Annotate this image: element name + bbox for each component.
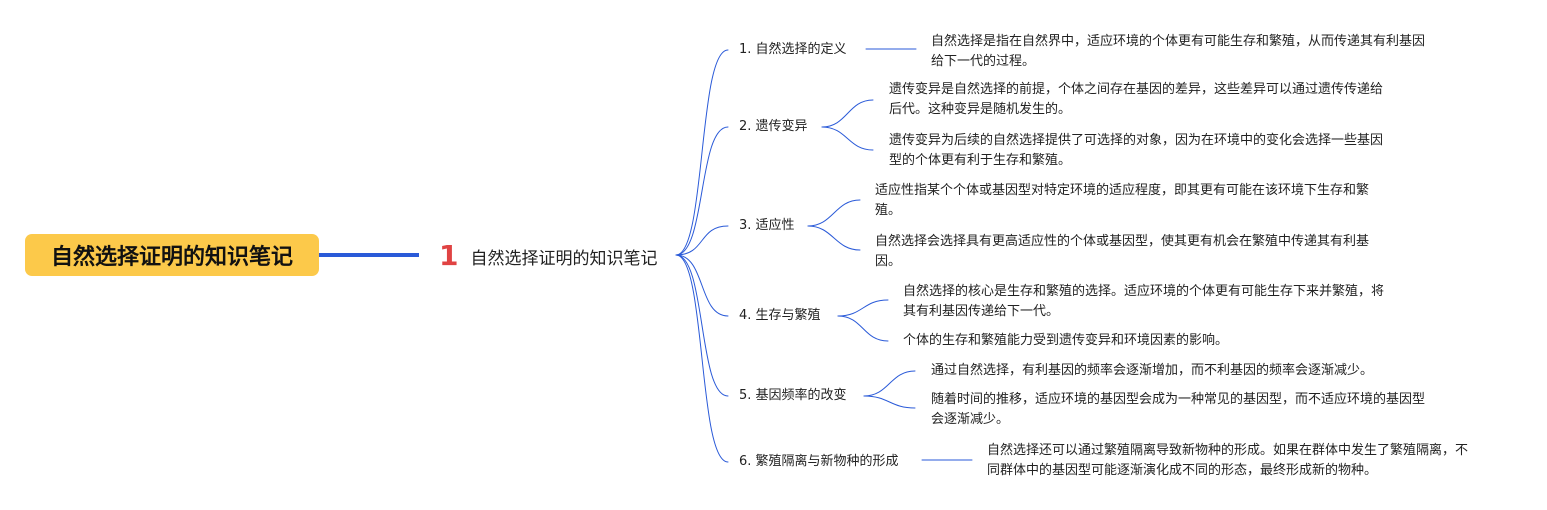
detail-genetic-variation-1[interactable]: 遗传变异是自然选择的前提，个体之间存在基因的差异，这些差异可以通过遗传传递给后代… — [889, 82, 1384, 117]
branch-link-line-2 — [675, 126, 729, 256]
detail-gene-frequency-1[interactable]: 通过自然选择，有利基因的频率会逐渐增加，而不利基因的频率会逐渐减少。 — [931, 363, 1374, 378]
branch-link-line-6 — [675, 254, 729, 463]
detail-link-line-2-2 — [821, 126, 874, 151]
branch-link-line-1 — [675, 49, 729, 256]
branch-survival-reproduction[interactable]: 4. 生存与繁殖 — [739, 308, 821, 323]
branch-link-line-4 — [675, 254, 729, 317]
detail-reproductive-isolation-1[interactable]: 自然选择还可以通过繁殖隔离导致新物种的形成。如果在群体中发生了繁殖隔离，不同群体… — [987, 443, 1469, 478]
detail-survival-reproduction-1[interactable]: 自然选择的核心是生存和繁殖的选择。适应环境的个体更有可能生存下来并繁殖，将其有利… — [903, 284, 1385, 319]
detail-adaptability-2[interactable]: 自然选择会选择具有更高适应性的个体或基因型，使其更有机会在繁殖中传递其有利基因。 — [875, 234, 1370, 269]
branch-link-line-5 — [675, 254, 729, 397]
detail-link-line-4-1 — [837, 299, 889, 317]
detail-link-line-2-1 — [821, 99, 874, 128]
detail-gene-frequency-2[interactable]: 随着时间的推移，适应环境的基因型会成为一种常见的基因型，而不适应环境的基因型会逐… — [931, 392, 1426, 427]
branch-adaptability[interactable]: 3. 适应性 — [739, 218, 795, 233]
branch-reproductive-isolation[interactable]: 6. 繁殖隔离与新物种的形成 — [739, 454, 899, 469]
root-topic[interactable]: 自然选择证明的知识笔记 — [25, 234, 319, 276]
detail-adaptability-1[interactable]: 适应性指某个个体或基因型对特定环境的适应程度，即其更有可能在该环境下生存和繁殖。 — [875, 183, 1370, 218]
branch-genetic-variation[interactable]: 2. 遗传变异 — [739, 119, 808, 134]
detail-genetic-variation-2[interactable]: 遗传变异为后续的自然选择提供了可选择的对象，因为在环境中的变化会选择一些基因型的… — [889, 133, 1384, 168]
branch-gene-frequency[interactable]: 5. 基因频率的改变 — [739, 388, 847, 403]
detail-definition-1[interactable]: 自然选择是指在自然界中，适应环境的个体更有可能生存和繁殖，从而传递其有利基因给下… — [931, 34, 1426, 69]
branch-definition[interactable]: 1. 自然选择的定义 — [739, 42, 847, 57]
detail-link-line-4-2 — [837, 315, 889, 342]
subtopic-number: 1 — [439, 239, 459, 272]
detail-link-line-5-2 — [863, 395, 916, 409]
subtopic-node[interactable]: 1 自然选择证明的知识笔记 — [419, 238, 675, 274]
detail-link-line-5-1 — [863, 370, 916, 397]
detail-link-line-3-1 — [807, 199, 861, 227]
branch-link-line-3 — [675, 225, 729, 256]
detail-link-line-3-2 — [807, 225, 861, 251]
subtopic-title: 自然选择证明的知识笔记 — [470, 248, 658, 269]
detail-survival-reproduction-2[interactable]: 个体的生存和繁殖能力受到遗传变异和环境因素的影响。 — [903, 333, 1229, 348]
